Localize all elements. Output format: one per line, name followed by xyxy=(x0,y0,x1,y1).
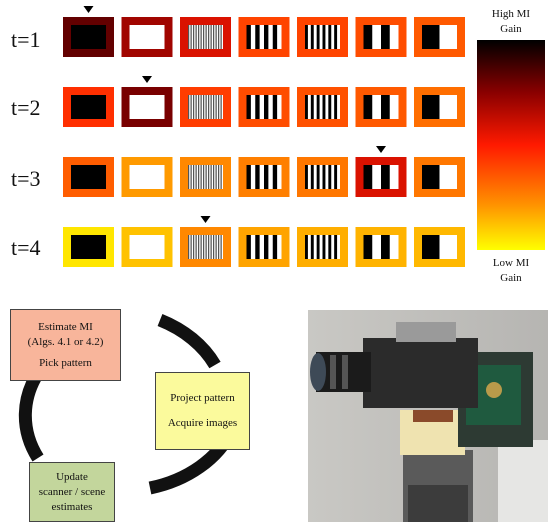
pattern-tile xyxy=(180,17,231,57)
selected-pattern-marker xyxy=(200,216,211,223)
pattern-tile xyxy=(63,227,114,267)
pattern-tile xyxy=(238,17,290,57)
estimate-mi-box: Estimate MI (Algs. 4.1 or 4.2) Pick patt… xyxy=(10,309,121,381)
pattern-tile xyxy=(63,17,114,57)
row-label-t1: t=1 xyxy=(11,27,41,52)
selected-pattern-marker xyxy=(83,6,94,13)
pattern-tile xyxy=(121,17,173,57)
row-label-t4: t=4 xyxy=(11,235,41,260)
pattern-tile xyxy=(238,87,290,127)
pattern-tile xyxy=(180,227,231,267)
pattern-tile xyxy=(121,87,173,127)
project-pattern-box: Project pattern Acquire images xyxy=(155,372,250,450)
pattern-tile xyxy=(414,87,465,127)
pattern-tile xyxy=(121,227,173,267)
pattern-tile xyxy=(414,17,465,57)
selected-pattern-marker xyxy=(376,146,386,153)
pattern-tile xyxy=(238,157,290,197)
pattern-tile xyxy=(414,227,465,267)
pattern-tile xyxy=(297,87,348,127)
pattern-tile xyxy=(180,87,231,127)
pattern-tile xyxy=(180,157,231,197)
row-label-t3: t=3 xyxy=(11,166,41,191)
pattern-tile xyxy=(355,227,407,267)
mi-gain-pattern-grid xyxy=(63,6,545,267)
pattern-tile xyxy=(238,227,290,267)
row-label-t2: t=2 xyxy=(11,95,41,120)
pattern-tile xyxy=(63,157,114,197)
pattern-tile xyxy=(355,17,407,57)
scanner-rig-photo xyxy=(308,310,548,522)
pattern-tile xyxy=(355,157,407,197)
mi-gain-colorbar xyxy=(477,40,545,250)
pattern-tile xyxy=(297,157,348,197)
selected-pattern-marker xyxy=(142,76,152,83)
pattern-tile xyxy=(121,157,173,197)
pattern-tile xyxy=(414,157,465,197)
pattern-tile xyxy=(297,227,348,267)
pattern-tile xyxy=(63,87,114,127)
legend-high-label: High MI Gain xyxy=(491,8,531,35)
update-estimates-box: Update scanner / scene estimates xyxy=(29,462,115,522)
legend-low-label: Low MI Gain xyxy=(492,257,530,284)
pattern-tile xyxy=(355,87,407,127)
pattern-tile xyxy=(297,17,348,57)
